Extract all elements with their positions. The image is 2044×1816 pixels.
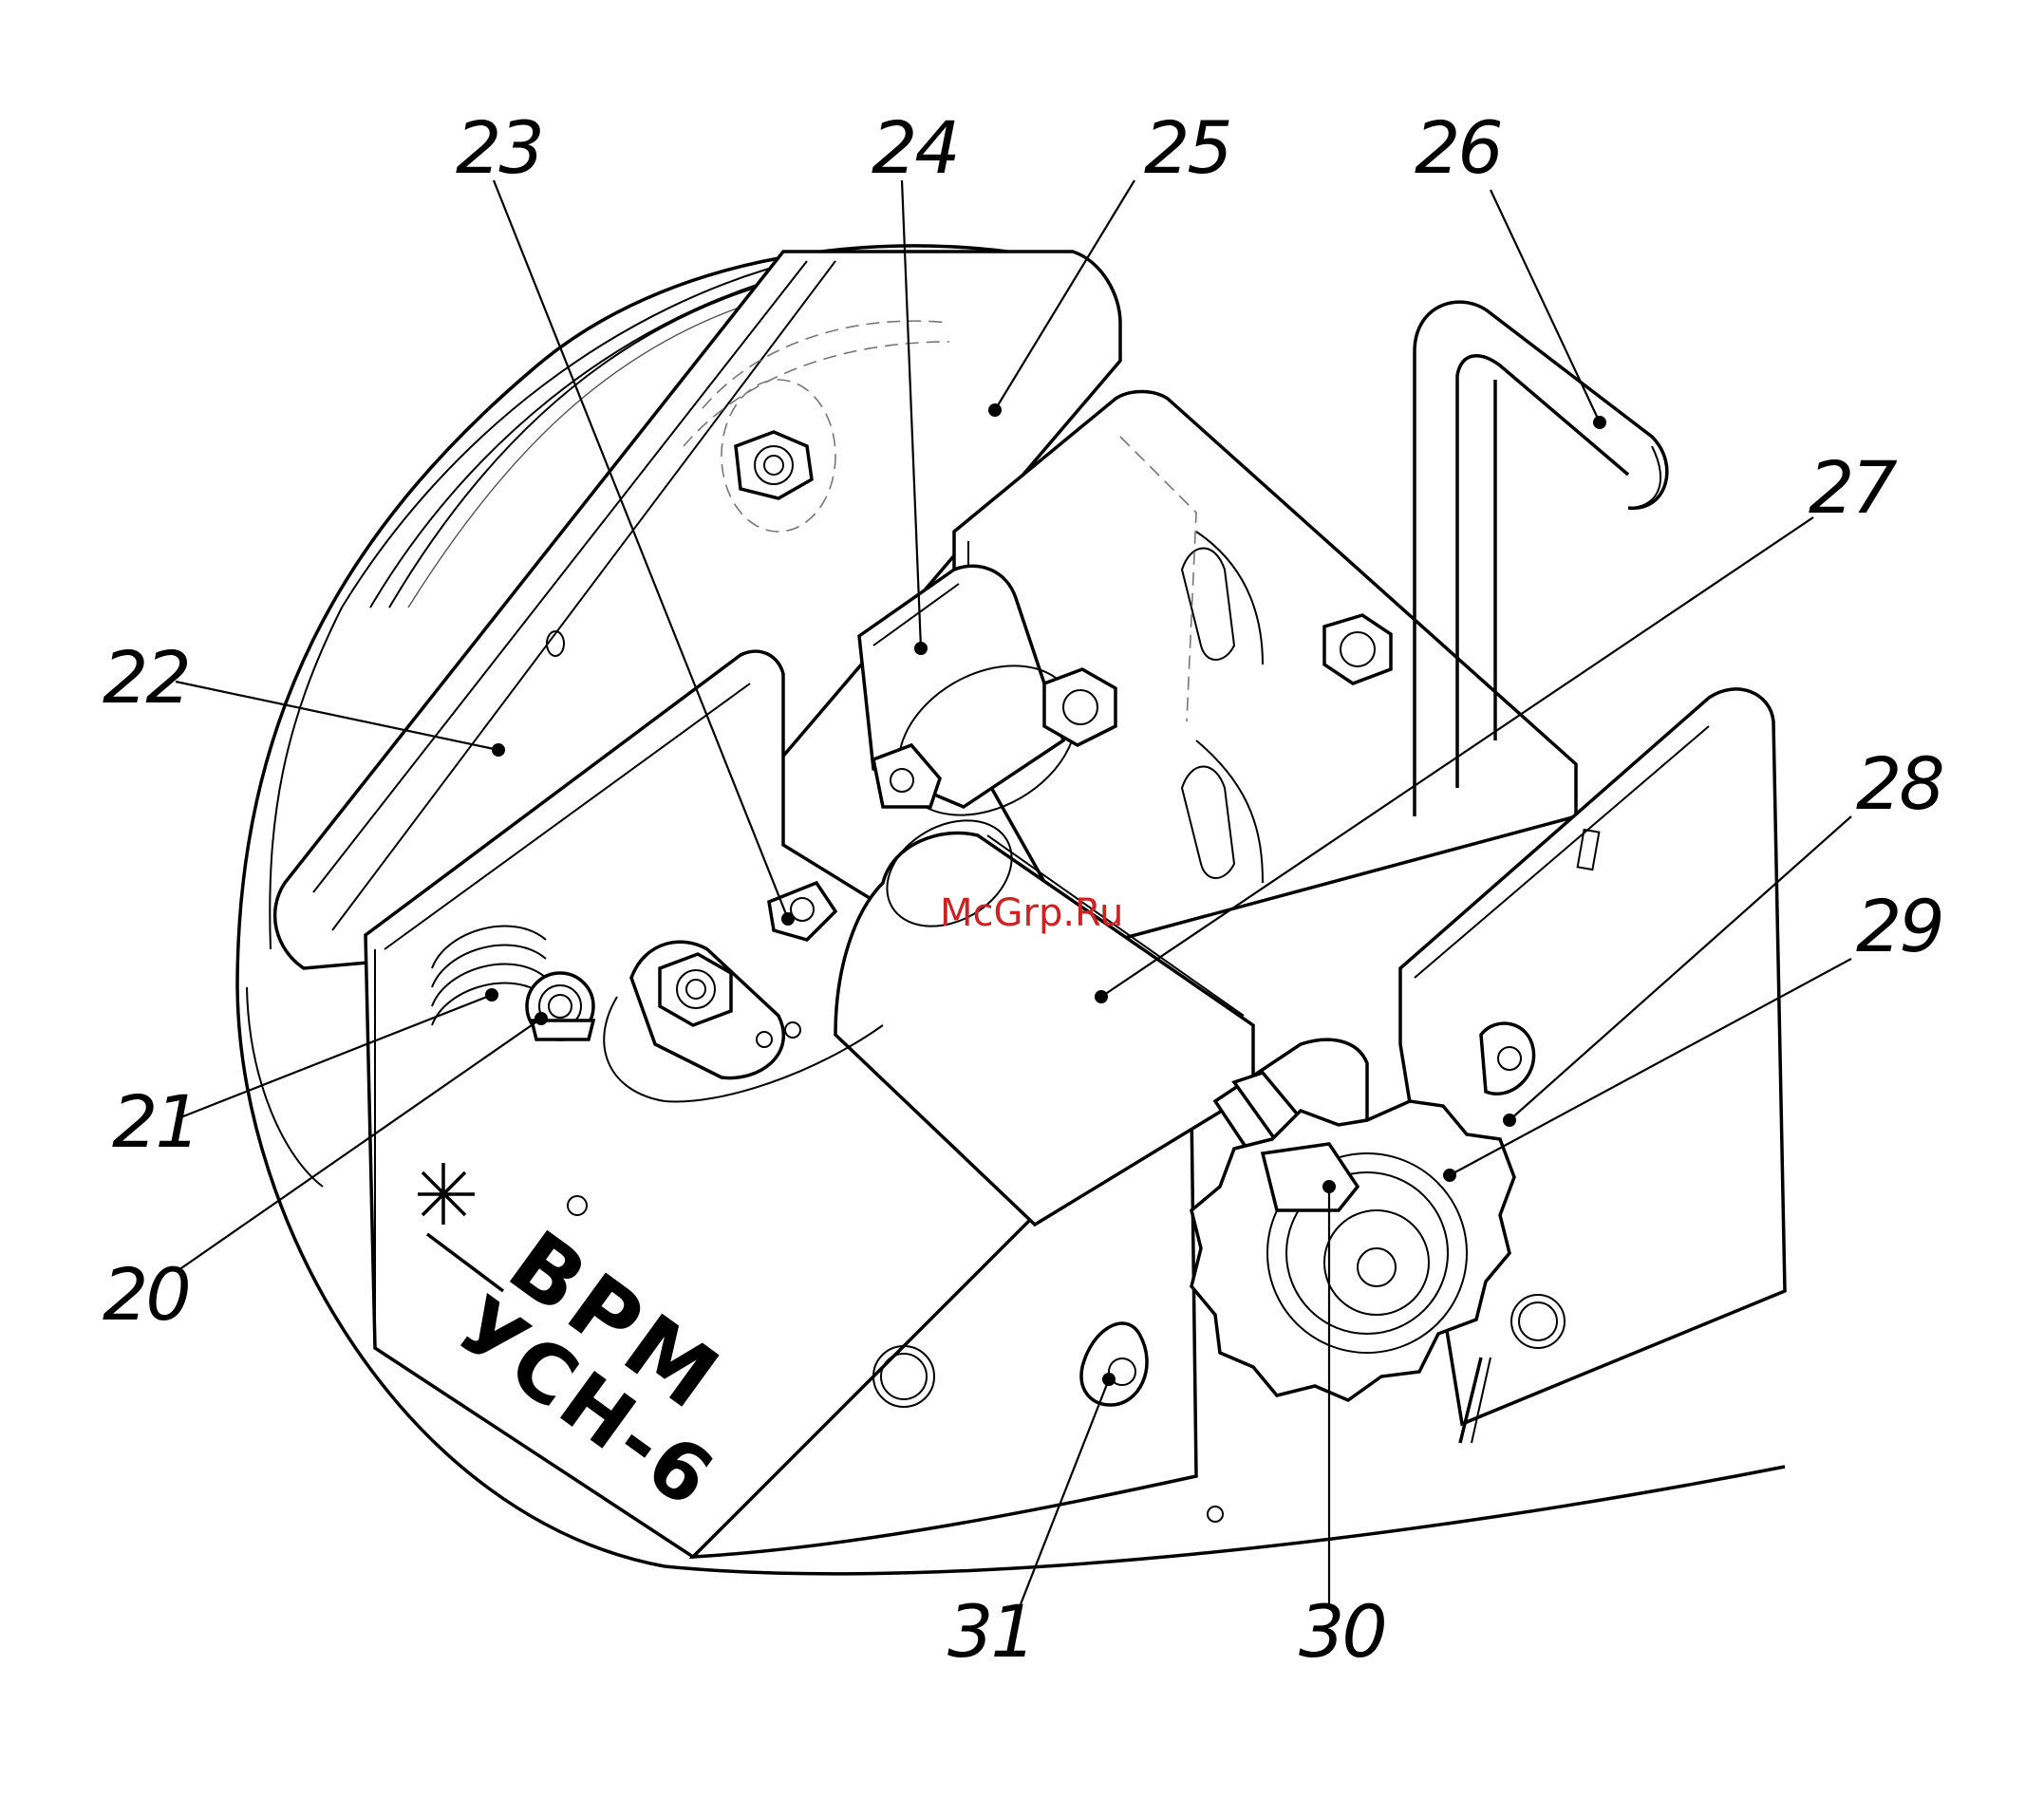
callout-28: 28 [1856, 741, 1942, 826]
callout-31: 31 [947, 1589, 1034, 1674]
callout-21: 21 [112, 1079, 198, 1164]
leader-26 [1491, 190, 1600, 422]
callout-22: 22 [103, 635, 189, 720]
callout-24: 24 [872, 105, 958, 190]
callout-30: 30 [1299, 1589, 1385, 1674]
callout-25: 25 [1144, 105, 1230, 190]
watermark: McGrp.Ru [940, 891, 1123, 935]
right-side-plate [954, 392, 1576, 950]
callout-29: 29 [1856, 884, 1942, 968]
callout-26: 26 [1415, 105, 1501, 190]
callout-23: 23 [456, 105, 542, 190]
callout-27: 27 [1809, 445, 1897, 530]
callout-20: 20 [103, 1252, 189, 1337]
